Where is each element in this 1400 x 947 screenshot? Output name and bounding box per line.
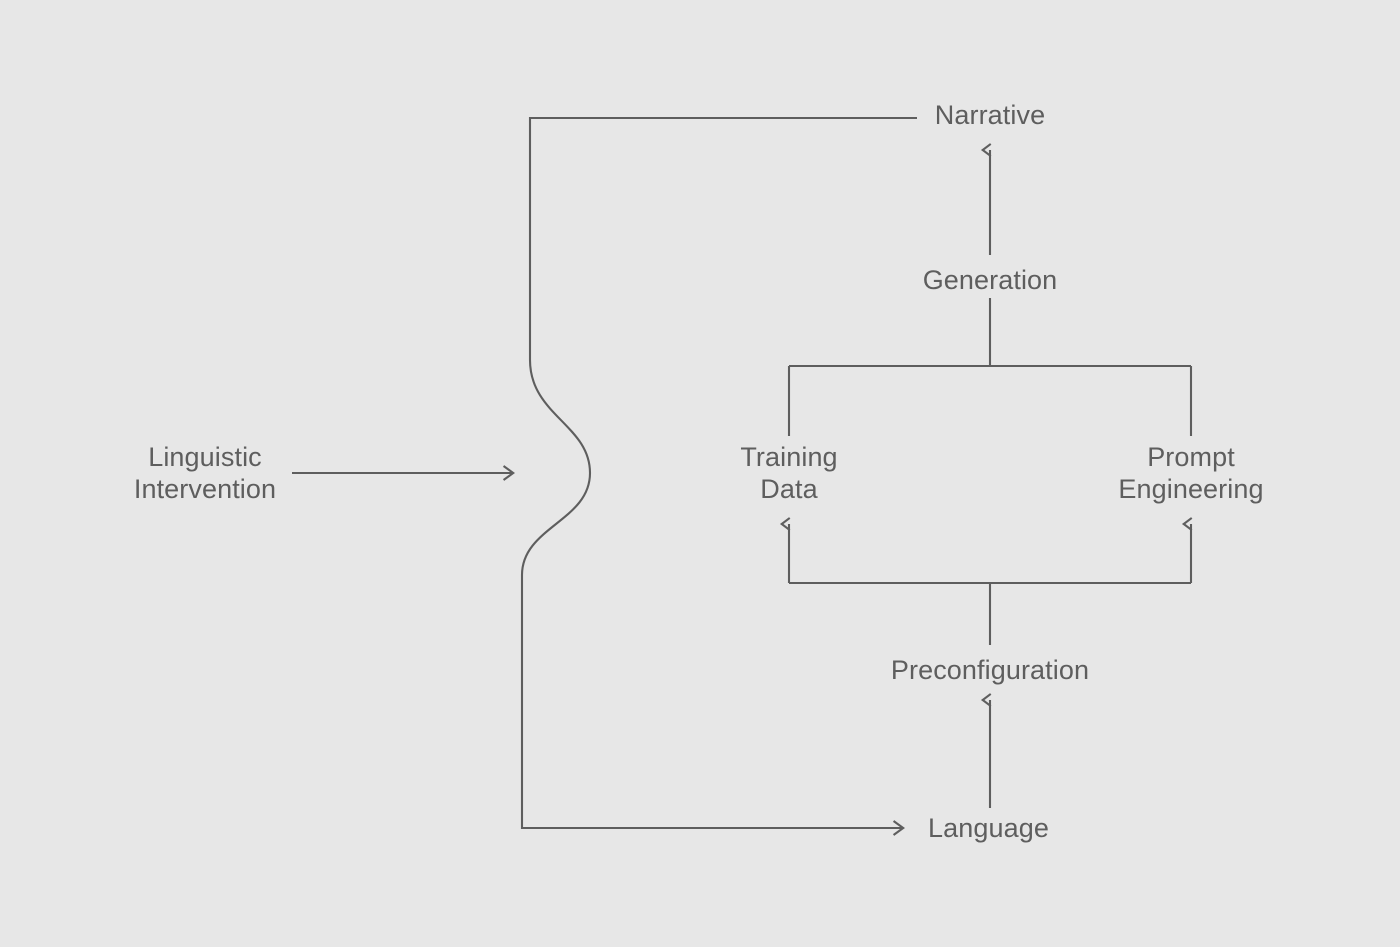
node-linguistic-intervention: Linguistic Intervention <box>133 442 277 504</box>
node-training-data: Training Data <box>740 442 838 504</box>
node-generation: Generation <box>922 265 1058 295</box>
node-language: Language <box>928 813 1049 843</box>
edge-narrative-to-language-loop <box>520 116 917 836</box>
node-preconfiguration: Preconfiguration <box>890 655 1090 685</box>
node-prompt-engineering: Prompt Engineering <box>1118 442 1264 504</box>
node-narrative: Narrative <box>934 100 1046 130</box>
